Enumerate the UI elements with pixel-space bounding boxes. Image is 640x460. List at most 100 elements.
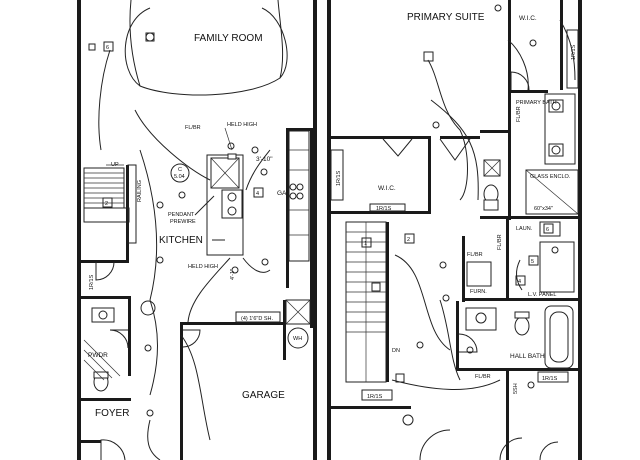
room-primary-suite: PRIMARY SUITE	[407, 12, 485, 23]
note-dim-3-10: 3'-10"	[256, 156, 273, 163]
room-pwdr: PWDR	[88, 352, 108, 359]
marker-2-right: 2	[407, 237, 410, 243]
ceiling-light	[145, 32, 155, 42]
sh-wic-top: 1R/1S	[571, 44, 577, 60]
note-fl-br-laun: FL/BR	[497, 234, 503, 250]
sh-bottom-2: 1R/1S	[542, 376, 558, 382]
first-floor-plan: RAILING UP 4 GA	[77, 0, 317, 460]
ga-label: GA	[277, 190, 287, 197]
family-room-wire	[124, 7, 288, 96]
sh-bottom-1: 1R/1S	[367, 394, 383, 400]
exterior-wall-left-2	[327, 0, 331, 460]
note-dim-4-1: 4'-1"	[230, 269, 236, 280]
kitchen-counter	[288, 130, 310, 262]
marker-5-box	[528, 255, 539, 266]
stair-down	[345, 221, 387, 383]
shelves-label: (4) 1'6"D SH.	[241, 316, 274, 322]
wall-hall-bath	[456, 301, 459, 371]
room-wic-top: W.I.C.	[519, 15, 537, 22]
marker-6-right: 6	[546, 227, 549, 233]
wall-pwdr-right	[128, 296, 131, 376]
wall-primary-bath	[508, 130, 511, 220]
note-fl-br-furn: FL/BR	[467, 252, 483, 258]
room-glass-enclo: GLASS ENCLO.	[530, 174, 571, 180]
marker-6-right-box	[543, 223, 554, 234]
room-kitchen: KITCHEN	[159, 235, 203, 246]
marker-6: 6	[106, 45, 109, 51]
marker-4-right: 4	[518, 279, 521, 285]
wall-garage-top	[182, 322, 286, 325]
marker-2-left: 2	[105, 201, 108, 207]
wh-label: WH	[293, 336, 302, 342]
exterior-wall-right	[313, 0, 317, 460]
note-fl-br-bath: FL/BR	[516, 106, 522, 122]
c-tag-value: 5.04	[174, 174, 185, 180]
wall-wic-left	[331, 136, 431, 139]
water-heater	[285, 299, 311, 349]
wall-bedroom-door	[440, 136, 480, 139]
suite-wire	[427, 59, 468, 201]
marker-2-right-box	[404, 233, 415, 244]
room-garage: GARAGE	[242, 390, 285, 401]
sh-5sh: 5SH	[513, 383, 519, 394]
note-dim-60-34: 60"x34"	[534, 206, 553, 212]
note-prewire: PREWIRE	[170, 219, 196, 225]
wall-laundry	[462, 236, 465, 302]
stair-up	[83, 167, 130, 223]
marker-4: 4	[256, 191, 259, 197]
note-held-high-2: HELD HIGH	[188, 264, 218, 270]
marker-4-right-box	[515, 275, 526, 286]
railing	[127, 164, 137, 244]
note-fl-br-top: FL/BR	[185, 125, 201, 131]
c-tag	[170, 163, 190, 183]
note-lv-panel: L.V. PANEL	[528, 292, 556, 298]
marker-4-box	[253, 187, 264, 198]
door-swing-garage	[182, 329, 201, 348]
wall-pantry-left	[286, 128, 289, 288]
room-wic-left: W.I.C.	[378, 185, 396, 192]
railing-label: RAILING	[137, 180, 143, 202]
room-family-room: FAMILY ROOM	[194, 33, 263, 44]
marker-5: 5	[531, 259, 534, 265]
door-swing-stair	[95, 261, 115, 281]
marker-1: 1	[364, 241, 367, 247]
second-floor-plan: W.I.C. 1R/1S PRIMARY BATH FL/BR GLASS EN…	[327, 0, 582, 460]
room-foyer: FOYER	[95, 408, 129, 419]
wall-bottom-closets	[331, 406, 411, 409]
room-primary-bath-1: PRIMARY BATH	[516, 100, 557, 106]
shower	[525, 169, 579, 215]
exterior-wall-left	[77, 0, 81, 460]
room-hall-bath: HALL BATH	[510, 353, 545, 360]
exterior-wall-right-2	[578, 0, 582, 300]
sh-wic-left: 1R/1S	[336, 170, 342, 186]
note-fl-br-hall: FL/BR	[475, 374, 491, 380]
room-furn: FURN.	[470, 289, 487, 295]
garage-shelves	[235, 311, 281, 323]
wall-wic-top-left	[508, 0, 511, 130]
wall-kitchen-top	[286, 128, 313, 131]
powder-room-fixtures	[83, 307, 121, 392]
stair-down-label: DN	[392, 348, 400, 354]
wall-garage-left	[180, 322, 183, 460]
pendant-wire	[194, 195, 215, 216]
wall-wh-box	[283, 300, 286, 360]
wall-stair-bottom	[81, 260, 129, 263]
sh-wic-bottom: 1R/1S	[376, 206, 392, 212]
marker-2-box	[102, 197, 113, 208]
kitchen-wire	[134, 109, 211, 181]
note-1r-left: 1R/1S	[89, 274, 95, 290]
room-laun: LAUN.	[516, 226, 533, 232]
marker-1-box	[361, 237, 372, 248]
wall-foyer-mid	[81, 398, 131, 401]
kitchen-island	[206, 153, 244, 256]
door-swing-pwdr	[109, 329, 129, 349]
marker-6-box	[103, 41, 114, 52]
wall-foyer-top	[81, 296, 131, 299]
wall-foyer-bottom	[81, 440, 101, 443]
door-swing-foyer	[100, 439, 126, 460]
wall-ga-right	[310, 128, 313, 328]
note-held-high-1: HELD HIGH	[227, 122, 257, 128]
c-tag-label: C	[178, 167, 182, 173]
note-pendant: PENDANT	[168, 212, 195, 218]
